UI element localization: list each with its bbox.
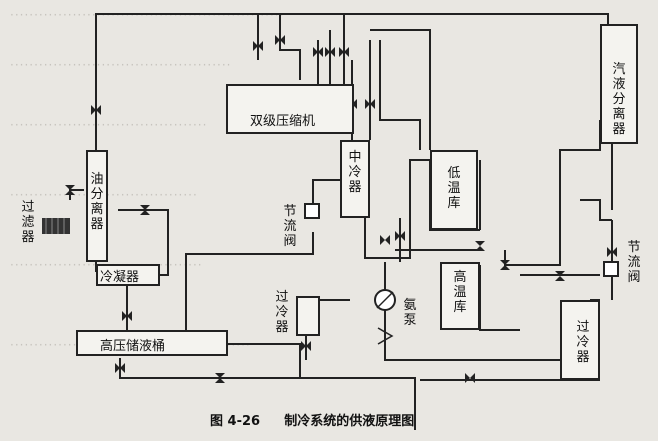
high-temp-room-label: 高温库 <box>453 270 467 315</box>
subcooler-right-label: 过冷器 <box>576 320 590 365</box>
intercooler-label: 中冷器 <box>348 150 362 195</box>
throttle-left-label: 节流阀 <box>283 204 297 249</box>
piping <box>69 13 613 430</box>
low-temperature-room <box>430 150 478 230</box>
intercooler <box>340 140 370 218</box>
throttle-right-label: 节流阀 <box>627 240 641 285</box>
low-temp-room-label: 低温库 <box>447 166 461 211</box>
gas-liquid-separator <box>600 24 638 144</box>
oil-separator-label: 油分离器 <box>90 172 104 232</box>
filter-element <box>42 218 70 234</box>
subcooler-middle <box>296 296 320 336</box>
condenser-label: 冷凝器 <box>100 270 140 285</box>
gas-liquid-separator-label: 汽液分离器 <box>612 62 626 137</box>
figure-number: 图 4-26 <box>210 414 261 429</box>
high-pressure-receiver <box>76 330 228 356</box>
two-stage-compressor <box>226 84 354 134</box>
subcooler-right <box>560 300 600 380</box>
ammonia-pump-label: 氨泵 <box>403 298 417 328</box>
high-temperature-room <box>440 262 480 330</box>
compressor-label: 双级压缩机 <box>250 114 316 129</box>
throttle-valve-right-symbol <box>603 261 619 277</box>
figure-title: 制冷系统的供液原理图 <box>284 414 415 429</box>
subcooler-middle-label: 过冷器 <box>275 290 289 335</box>
figure-caption: 图 4-26 制冷系统的供液原理图 <box>210 410 414 429</box>
filter-label: 过滤器 <box>21 200 35 245</box>
throttle-valve-left-symbol <box>304 203 320 219</box>
receiver-label: 高压储液桶 <box>100 339 166 354</box>
condenser <box>96 264 160 286</box>
oil-separator <box>86 150 108 262</box>
